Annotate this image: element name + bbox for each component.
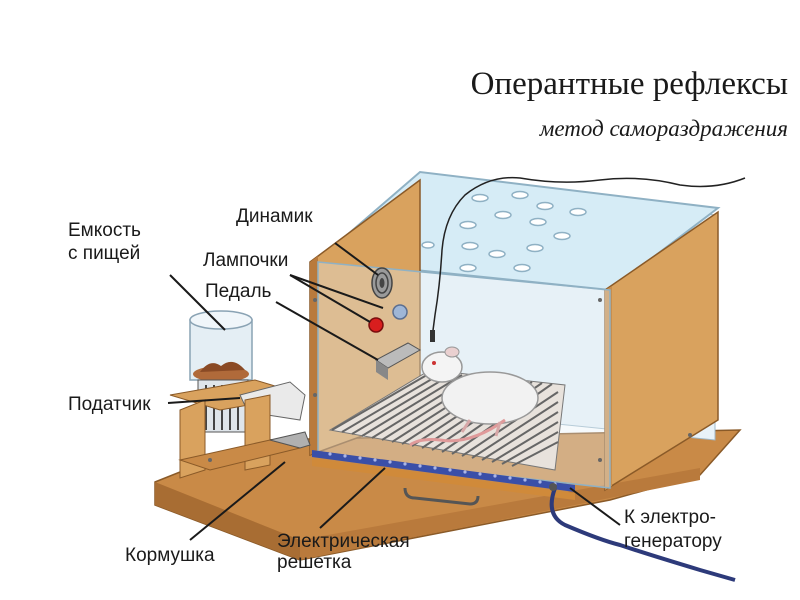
ventilation-holes	[421, 190, 587, 273]
electrode-wire	[431, 176, 746, 339]
left-wall-edge	[310, 256, 318, 455]
leader-lines	[167, 242, 621, 541]
label-pedal: Педаль	[205, 281, 272, 302]
base-board-right-edge	[300, 468, 700, 560]
generator-cable	[549, 487, 736, 582]
lamp-blue	[392, 304, 408, 320]
label-feeder-mechanism: Податчик	[68, 394, 151, 415]
base-board-front-edge	[155, 482, 300, 560]
label-lamps: Лампочки	[203, 250, 289, 271]
label-container-line2: с пищей	[68, 243, 141, 264]
diagram-title: Оперантные рефлексы	[470, 66, 788, 102]
label-generator-line2: генератору	[624, 531, 722, 552]
diagram-subtitle: метод самораздражения	[539, 116, 788, 141]
label-generator-line1: К электро-	[624, 507, 716, 528]
electrode	[430, 330, 435, 342]
cable-connector	[549, 483, 557, 491]
tray-handle	[403, 487, 480, 506]
lamp-red	[368, 317, 384, 333]
label-grid-line2: решетка	[277, 552, 352, 573]
rat	[409, 346, 539, 447]
label-feeder: Кормушка	[125, 545, 215, 566]
label-container-line1: Емкость	[68, 220, 141, 241]
feeder-tray	[269, 431, 311, 449]
pedal-side	[376, 360, 388, 380]
food-container	[189, 310, 253, 382]
tray	[312, 458, 575, 500]
feeder-mechanism	[169, 379, 306, 433]
label-speaker: Динамик	[236, 206, 313, 227]
screws	[208, 298, 692, 462]
label-grid-line1: Электрическая	[277, 531, 410, 552]
